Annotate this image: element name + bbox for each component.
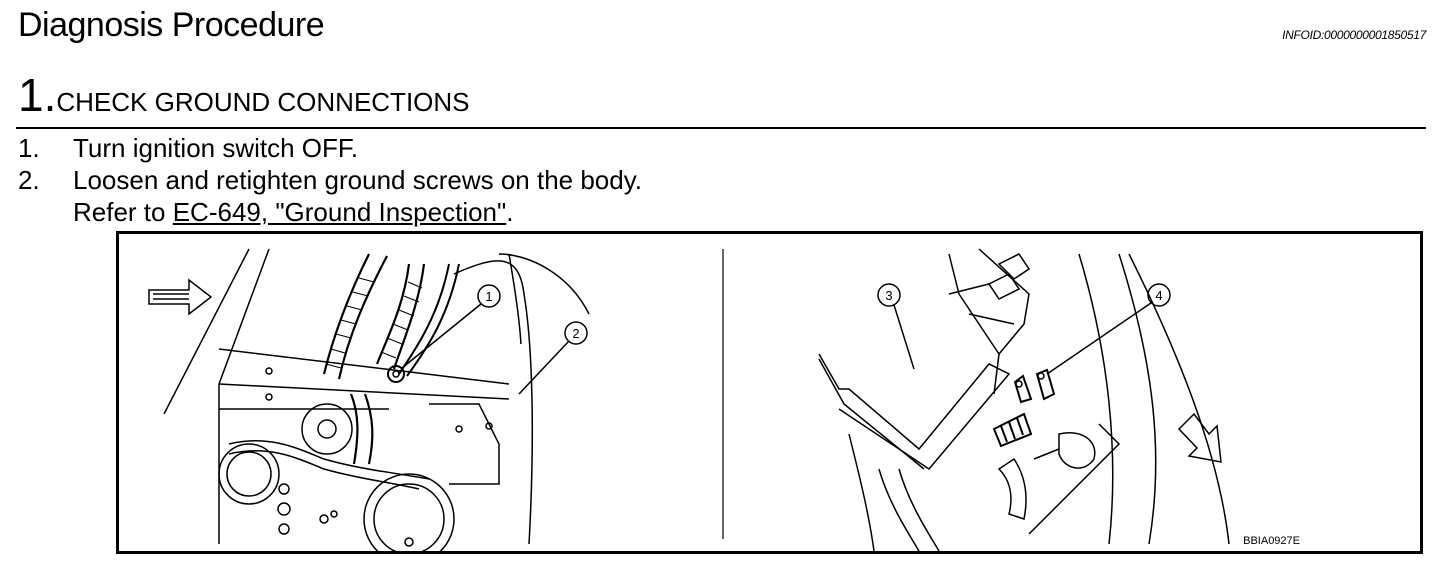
list-item-text: Turn ignition switch OFF.	[73, 133, 359, 163]
list-item: 1. Turn ignition switch OFF.	[18, 132, 642, 164]
callout-2-label: 2	[572, 326, 579, 341]
step-number: 1.	[18, 69, 57, 121]
callout-1: 1	[401, 284, 501, 369]
step-title: CHECK GROUND CONNECTIONS	[56, 87, 470, 117]
reference-line: Refer to EC-649, "Ground Inspection".	[18, 196, 642, 228]
page-title: Diagnosis Procedure	[18, 6, 325, 44]
ground-location-illustration: 1 2	[148, 248, 1230, 551]
step-heading: 1.CHECK GROUND CONNECTIONS	[18, 68, 470, 122]
callout-2: 2	[518, 321, 588, 395]
list-item: 2. Loosen and retighten ground screws on…	[18, 164, 642, 196]
callout-3: 3	[877, 283, 915, 370]
info-id: INFOID:0000000001850517	[1282, 28, 1426, 42]
callout-4: 4	[1046, 283, 1171, 375]
section-divider	[16, 127, 1426, 129]
list-item-text: Loosen and retighten ground screws on th…	[73, 165, 643, 195]
callout-3-label: 3	[885, 288, 892, 303]
front-arrow-icon	[1177, 412, 1222, 463]
diagram-figure: 1 2	[116, 231, 1423, 554]
ground-inspection-link[interactable]: EC-649, "Ground Inspection"	[172, 197, 507, 227]
list-item-number: 1.	[18, 133, 40, 163]
list-item-number: 2.	[18, 165, 40, 195]
refer-suffix: .	[506, 197, 514, 227]
instruction-list: 1. Turn ignition switch OFF. 2. Loosen a…	[18, 132, 642, 228]
callout-4-label: 4	[1155, 288, 1162, 303]
figure-code: BBIA0927E	[1243, 535, 1300, 547]
front-arrow-icon	[148, 278, 213, 316]
callout-1-label: 1	[485, 289, 492, 304]
refer-prefix: Refer to	[73, 197, 173, 227]
